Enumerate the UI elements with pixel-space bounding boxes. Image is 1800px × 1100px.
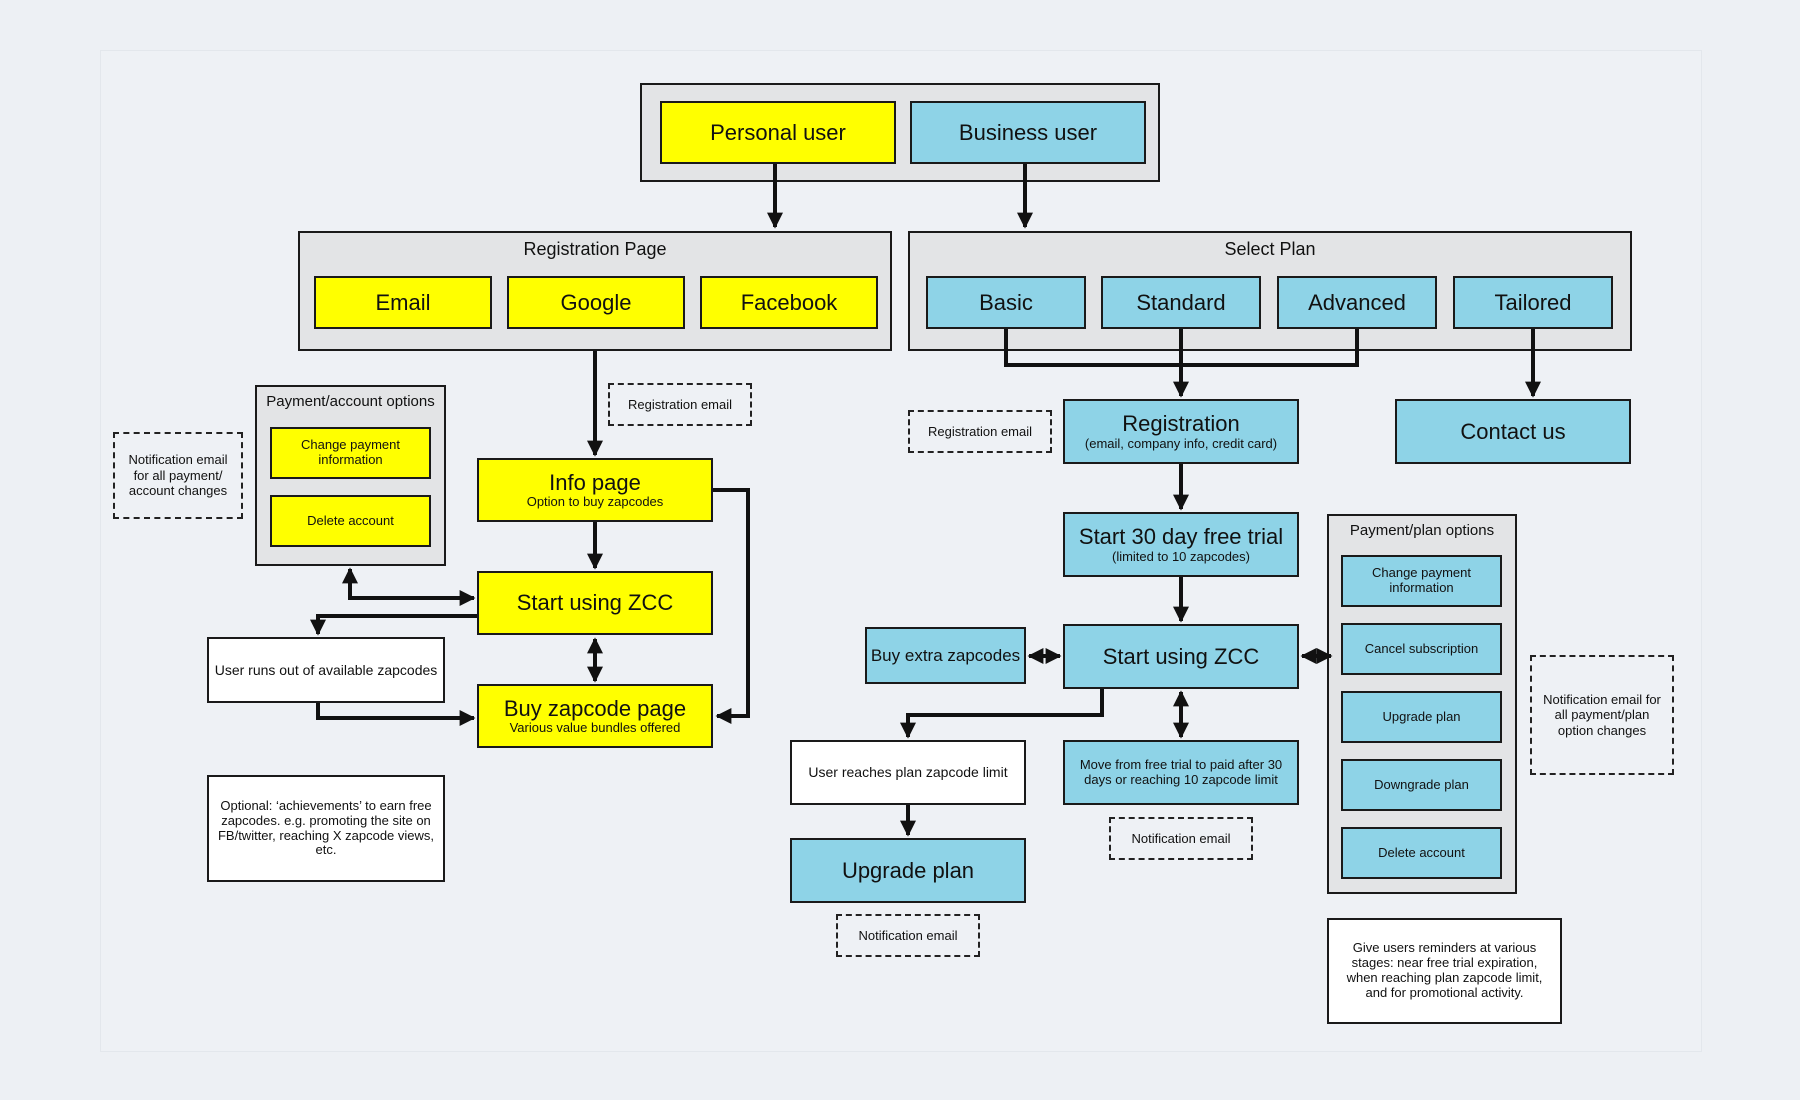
plan-options-notification-note: Notification email for all payment/plan … — [1530, 655, 1674, 775]
notification-note-payment-text: Notification email for all payment/ acco… — [128, 452, 228, 499]
business-registration-subtitle: (email, company info, credit card) — [1084, 435, 1278, 451]
achievements-note-box: Optional: ‘achievements’ to earn free za… — [207, 775, 445, 882]
delete-account-label: Delete account — [307, 512, 394, 528]
registration-email-note-personal-text: Registration email — [627, 396, 733, 412]
info-page-box: Info page Option to buy zapcodes — [477, 458, 713, 522]
notification-note-payment: Notification email for all payment/ acco… — [113, 432, 243, 519]
runs-out-box: User runs out of available zapcodes — [207, 637, 445, 703]
registration-email-note-personal: Registration email — [608, 383, 752, 426]
runs-out-label: User runs out of available zapcodes — [214, 661, 438, 678]
arrow-start-to-plan-limit — [900, 689, 1104, 739]
business-registration-box: Registration (email, company info, credi… — [1063, 399, 1299, 464]
start-zcc-business-label: Start using ZCC — [1102, 643, 1260, 669]
move-to-paid-box: Move from free trial to paid after 30 da… — [1063, 740, 1299, 805]
biz-upgrade-plan-label: Upgrade plan — [1382, 708, 1461, 724]
upgrade-plan-business-box: Upgrade plan — [790, 838, 1026, 903]
select-plan-title: Select Plan — [1224, 239, 1316, 259]
personal-user-label: Personal user — [710, 119, 846, 145]
cancel-subscription-box: Cancel subscription — [1341, 623, 1502, 675]
delete-account-box: Delete account — [270, 495, 431, 547]
plan-tailored-box: Tailored — [1453, 276, 1613, 329]
facebook-option-label: Facebook — [740, 289, 838, 315]
downgrade-plan-box: Downgrade plan — [1341, 759, 1502, 811]
registration-email-note-business: Registration email — [908, 410, 1052, 453]
payment-account-options-title: Payment/account options — [266, 393, 435, 410]
plan-options-notification-note-text: Notification email for all payment/plan … — [1543, 691, 1661, 738]
upgrade-plan-business-label: Upgrade plan — [841, 857, 975, 883]
google-option-box: Google — [507, 276, 685, 329]
start-zcc-business-box: Start using ZCC — [1063, 624, 1299, 689]
plan-advanced-box: Advanced — [1277, 276, 1437, 329]
plan-standard-box: Standard — [1101, 276, 1261, 329]
google-option-label: Google — [560, 289, 632, 315]
plan-advanced-label: Advanced — [1308, 289, 1406, 315]
contact-us-box: Contact us — [1395, 399, 1631, 464]
achievements-note-text: Optional: ‘achievements’ to earn free za… — [217, 797, 435, 858]
downgrade-plan-label: Downgrade plan — [1374, 776, 1469, 792]
plan-tailored-label: Tailored — [1494, 289, 1572, 315]
buy-extra-zapcodes-box: Buy extra zapcodes — [865, 627, 1026, 684]
change-payment-box: Change payment information — [270, 427, 431, 479]
start-zcc-personal-label: Start using ZCC — [516, 590, 674, 616]
business-registration-title: Registration — [1122, 411, 1240, 437]
free-trial-subtitle: (limited to 10 zapcodes) — [1111, 548, 1250, 564]
email-option-box: Email — [314, 276, 492, 329]
plan-limit-box: User reaches plan zapcode limit — [790, 740, 1026, 805]
free-trial-title: Start 30 day free trial — [1078, 524, 1284, 550]
payment-plan-options-title: Payment/plan options — [1349, 522, 1495, 539]
facebook-option-box: Facebook — [700, 276, 878, 329]
plan-limit-label: User reaches plan zapcode limit — [808, 764, 1008, 781]
buy-zapcode-subtitle: Various value bundles offered — [509, 720, 681, 736]
buy-zapcode-title: Buy zapcode page — [503, 695, 687, 721]
change-payment-label: Change payment information — [300, 437, 400, 467]
email-option-label: Email — [375, 289, 431, 315]
business-user-label: Business user — [958, 119, 1098, 145]
start-zcc-personal-box: Start using ZCC — [477, 571, 713, 635]
plan-basic-box: Basic — [926, 276, 1086, 329]
upgrade-notification-note-text: Notification email — [858, 927, 958, 943]
move-notification-note-text: Notification email — [1131, 830, 1231, 846]
info-page-title: Info page — [549, 469, 641, 495]
free-trial-box: Start 30 day free trial (limited to 10 z… — [1063, 512, 1299, 577]
registration-email-note-business-text: Registration email — [927, 423, 1033, 439]
plan-basic-label: Basic — [979, 289, 1033, 315]
reminders-note-text: Give users reminders at various stages: … — [1346, 940, 1543, 1000]
personal-user-box: Personal user — [660, 101, 896, 164]
info-page-subtitle: Option to buy zapcodes — [526, 494, 664, 510]
cancel-subscription-label: Cancel subscription — [1364, 640, 1479, 656]
upgrade-notification-note: Notification email — [836, 914, 980, 957]
biz-delete-account-box: Delete account — [1341, 827, 1502, 879]
biz-delete-account-label: Delete account — [1378, 844, 1465, 860]
biz-change-payment-box: Change payment information — [1341, 555, 1502, 607]
registration-page-title: Registration Page — [523, 239, 667, 259]
biz-change-payment-label: Change payment information — [1371, 565, 1471, 595]
reminders-note-box: Give users reminders at various stages: … — [1327, 918, 1562, 1024]
move-notification-note: Notification email — [1109, 817, 1253, 860]
buy-extra-zapcodes-label: Buy extra zapcodes — [870, 645, 1021, 665]
plan-standard-label: Standard — [1136, 289, 1226, 315]
arrow-start-to-runs-out — [310, 614, 477, 636]
business-user-box: Business user — [910, 101, 1146, 164]
move-to-paid-label: Move from free trial to paid after 30 da… — [1079, 756, 1283, 787]
buy-zapcode-page-box: Buy zapcode page Various value bundles o… — [477, 684, 713, 748]
arrow-start-to-payment-options — [342, 567, 474, 600]
arrow-runs-out-to-buy — [316, 703, 476, 726]
contact-us-label: Contact us — [1460, 418, 1566, 444]
arrow-info-to-buy — [713, 488, 750, 724]
biz-upgrade-plan-box: Upgrade plan — [1341, 691, 1502, 743]
